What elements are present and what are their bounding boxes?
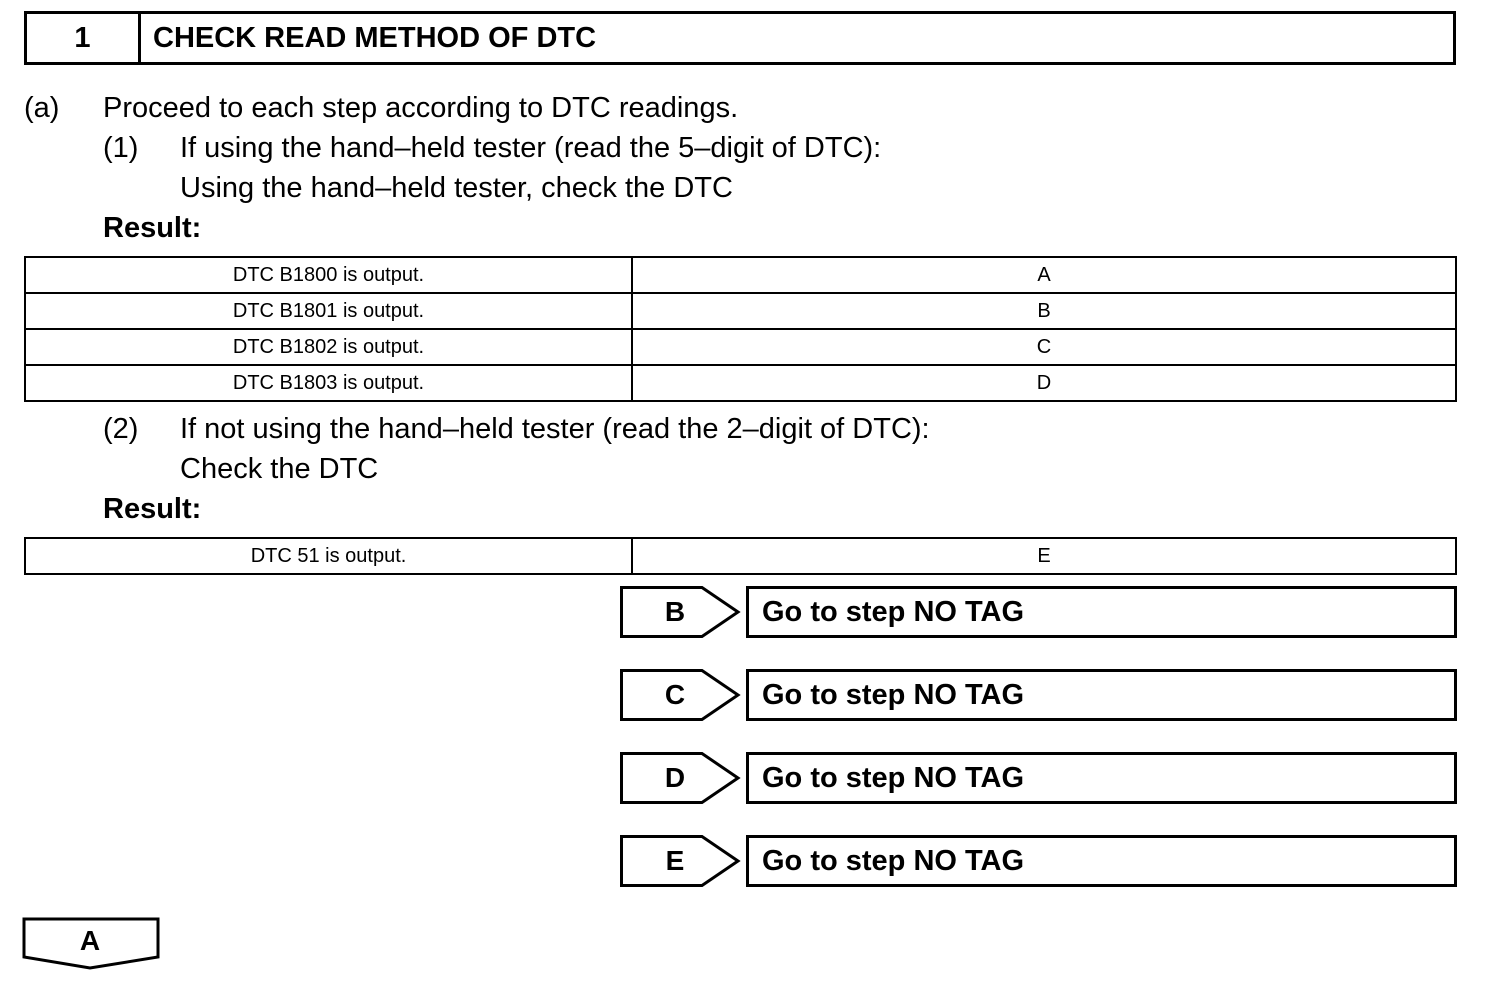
- step-header: 1 CHECK READ METHOD OF DTC: [24, 11, 1456, 65]
- table-cell-code: D: [631, 364, 1457, 402]
- table-cell-condition: DTC B1800 is output.: [24, 256, 633, 294]
- branch-tag-letter: D: [664, 762, 686, 793]
- continue-tag-a[interactable]: A: [22, 917, 162, 971]
- sub2-result-label: Result:: [103, 493, 202, 525]
- sub1-marker: (1): [103, 132, 139, 164]
- branch-tag-letter: B: [664, 596, 686, 627]
- down-arrow-tag-icon: [22, 917, 160, 970]
- table-row: DTC B1803 is output. D: [24, 364, 1457, 402]
- table-cell-code: C: [631, 328, 1457, 366]
- branch-d[interactable]: D Go to step NO TAG: [620, 752, 1457, 804]
- branch-tag-letter: C: [664, 679, 686, 710]
- sub1-line1: If using the hand–held tester (read the …: [180, 132, 882, 164]
- table-row: DTC B1801 is output. B: [24, 292, 1457, 330]
- table-row: DTC B1800 is output. A: [24, 256, 1457, 294]
- result-table-2: DTC 51 is output. E: [24, 537, 1457, 575]
- goto-step-link[interactable]: Go to step NO TAG: [746, 835, 1457, 887]
- table-cell-condition: DTC 51 is output.: [24, 537, 633, 575]
- branch-tag-letter: E: [665, 845, 685, 876]
- arrow-tag-icon: [620, 835, 741, 887]
- table-cell-condition: DTC B1801 is output.: [24, 292, 633, 330]
- branch-c[interactable]: C Go to step NO TAG: [620, 669, 1457, 721]
- sub1-result-label: Result:: [103, 212, 202, 244]
- goto-step-link[interactable]: Go to step NO TAG: [746, 752, 1457, 804]
- sub2-line1: If not using the hand–held tester (read …: [180, 413, 930, 445]
- table-cell-condition: DTC B1803 is output.: [24, 364, 633, 402]
- goto-step-link[interactable]: Go to step NO TAG: [746, 669, 1457, 721]
- arrow-tag-icon: [620, 586, 741, 638]
- sub2-marker: (2): [103, 413, 139, 445]
- table-cell-code: E: [631, 537, 1457, 575]
- sub1-line2: Using the hand–held tester, check the DT…: [180, 172, 733, 204]
- step-title: CHECK READ METHOD OF DTC: [153, 21, 597, 54]
- table-cell-code: A: [631, 256, 1457, 294]
- table-cell-condition: DTC B1802 is output.: [24, 328, 633, 366]
- instruction-a-text: Proceed to each step according to DTC re…: [103, 92, 739, 124]
- arrow-tag-icon: [620, 752, 741, 804]
- branch-e[interactable]: E Go to step NO TAG: [620, 835, 1457, 887]
- continue-tag-letter: A: [79, 925, 101, 956]
- result-table-1: DTC B1800 is output. A DTC B1801 is outp…: [24, 256, 1457, 402]
- table-cell-code: B: [631, 292, 1457, 330]
- table-row: DTC B1802 is output. C: [24, 328, 1457, 366]
- instruction-a-marker: (a): [24, 92, 60, 124]
- table-row: DTC 51 is output. E: [24, 537, 1457, 575]
- branch-b[interactable]: B Go to step NO TAG: [620, 586, 1457, 638]
- sub2-line2: Check the DTC: [180, 453, 379, 485]
- step-number: 1: [27, 14, 141, 62]
- arrow-tag-icon: [620, 669, 741, 721]
- goto-step-link[interactable]: Go to step NO TAG: [746, 586, 1457, 638]
